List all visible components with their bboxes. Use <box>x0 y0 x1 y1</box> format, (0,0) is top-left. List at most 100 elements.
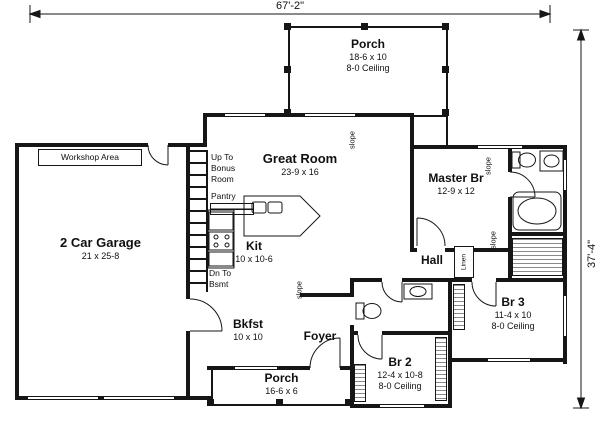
kitchen-island <box>243 195 321 237</box>
room-label-breakfast: Bkfst 10 x 10 <box>213 317 283 343</box>
slope-label: slope <box>347 131 357 149</box>
porch-post <box>442 23 449 30</box>
hall-south-wall <box>402 278 472 282</box>
breakfast-bottom-wall <box>340 366 354 370</box>
sink-icon <box>403 283 433 300</box>
master-closet <box>512 238 563 276</box>
garage-door <box>28 396 98 400</box>
up-to-bonus-note: Up To Bonus Room <box>211 152 236 185</box>
room-name: Kit <box>246 239 262 253</box>
top-porch-wall <box>288 26 448 28</box>
room-size: 16-6 x 6 <box>265 385 298 396</box>
foyer-hall-wall <box>350 278 354 295</box>
porch-post <box>276 399 283 406</box>
top-porch-wall <box>414 115 448 117</box>
linen-label: Linen <box>460 254 468 270</box>
garage-door <box>104 396 174 400</box>
porch-post <box>361 23 368 30</box>
workshop-area-label: Workshop Area <box>38 149 142 166</box>
room-size: 12-9 x 12 <box>437 185 475 196</box>
room-ceiling: 8-0 Ceiling <box>491 321 535 332</box>
window <box>225 113 265 117</box>
room-label-hall: Hall <box>406 253 458 268</box>
room-size: 10 x 10-6 <box>235 253 273 264</box>
foyer-top-wall <box>300 293 354 297</box>
porch-post <box>284 23 291 30</box>
house-right-wall <box>563 145 567 364</box>
stairs <box>190 150 206 292</box>
width-dimension-label: 67'-2" <box>275 0 305 12</box>
window <box>305 113 355 117</box>
room-name: Master Br <box>428 171 484 185</box>
garage-left-wall <box>15 143 19 400</box>
room-label-br3: Br 3 11-4 x 10 8-0 Ceiling <box>468 295 558 333</box>
window <box>380 404 424 408</box>
room-name: Foyer <box>303 329 337 343</box>
dn-to-bsmt-note: Dn To Bsmt <box>209 268 232 290</box>
porch-post <box>345 399 352 406</box>
garage-right-wall <box>186 331 190 396</box>
window <box>563 296 567 336</box>
master-bottom-wall <box>410 248 417 252</box>
pantry-label: Pantry <box>211 191 236 201</box>
master-bottom-wall <box>445 248 510 252</box>
room-name: Porch <box>350 37 385 51</box>
room-ceiling: 8-0 Ceiling <box>378 381 422 392</box>
door-arcs <box>147 144 536 369</box>
br2-br3-wall <box>448 280 452 408</box>
porch-post <box>284 66 291 73</box>
linen-closet <box>454 246 474 278</box>
room-name: Porch <box>264 371 299 385</box>
room-label-great-room: Great Room 23-9 x 16 <box>238 151 362 179</box>
window <box>563 160 567 190</box>
sink-icon <box>539 150 564 172</box>
porch-post <box>442 66 449 73</box>
dimension-lines <box>28 5 589 410</box>
window <box>488 358 530 362</box>
room-label-top-porch: Porch 18-6 x 10 8-0 Ceiling <box>318 37 418 75</box>
room-name: Br 2 <box>388 355 412 369</box>
room-label-master-br: Master Br 12-9 x 12 <box>412 171 500 197</box>
bathtub-icon <box>512 191 562 231</box>
room-label-kitchen: Kit 10 x 10-6 <box>226 239 282 265</box>
top-porch-wall <box>446 26 448 147</box>
room-name: Great Room <box>262 151 338 166</box>
bath-br2-wall <box>382 331 452 335</box>
slope-label: slope <box>488 231 498 249</box>
room-label-garage: 2 Car Garage 21 x 25-8 <box>38 235 163 263</box>
master-bath-wall <box>508 197 512 280</box>
garage-right-wall <box>186 147 190 299</box>
window <box>235 366 277 370</box>
room-size: 21 x 25-8 <box>81 250 120 261</box>
toilet-icon <box>355 302 382 320</box>
br3-closet <box>453 284 465 330</box>
room-size: 11-4 x 10 <box>494 309 532 320</box>
kitchen-counter <box>207 209 235 269</box>
porch-post <box>207 399 214 406</box>
room-name: 2 Car Garage <box>60 235 141 250</box>
room-size: 10 x 10 <box>233 331 263 342</box>
room-size: 23-9 x 16 <box>281 166 319 177</box>
window <box>478 145 522 149</box>
bottom-porch-wall <box>211 370 213 406</box>
room-label-foyer: Foyer <box>292 329 348 344</box>
hall-south-wall <box>496 278 567 282</box>
master-bath-wall <box>508 149 512 172</box>
master-bath-bottom-wall <box>508 232 567 236</box>
garage-top-wall <box>168 143 207 147</box>
room-label-br2: Br 2 12-4 x 10-8 8-0 Ceiling <box>360 355 440 393</box>
room-size: 18-6 x 10 <box>349 51 387 62</box>
great-room-master-wall <box>410 113 414 252</box>
great-room-left-wall <box>203 113 207 147</box>
stairs-edge <box>206 150 208 292</box>
porch-post <box>442 109 449 116</box>
room-size: 12-4 x 10-8 <box>377 369 423 380</box>
room-name: Hall <box>420 253 443 267</box>
room-name: Br 3 <box>501 295 525 309</box>
br2-closet <box>435 337 447 401</box>
hall-south-wall <box>352 278 382 282</box>
toilet-icon <box>511 151 536 169</box>
porch-post <box>284 109 291 116</box>
